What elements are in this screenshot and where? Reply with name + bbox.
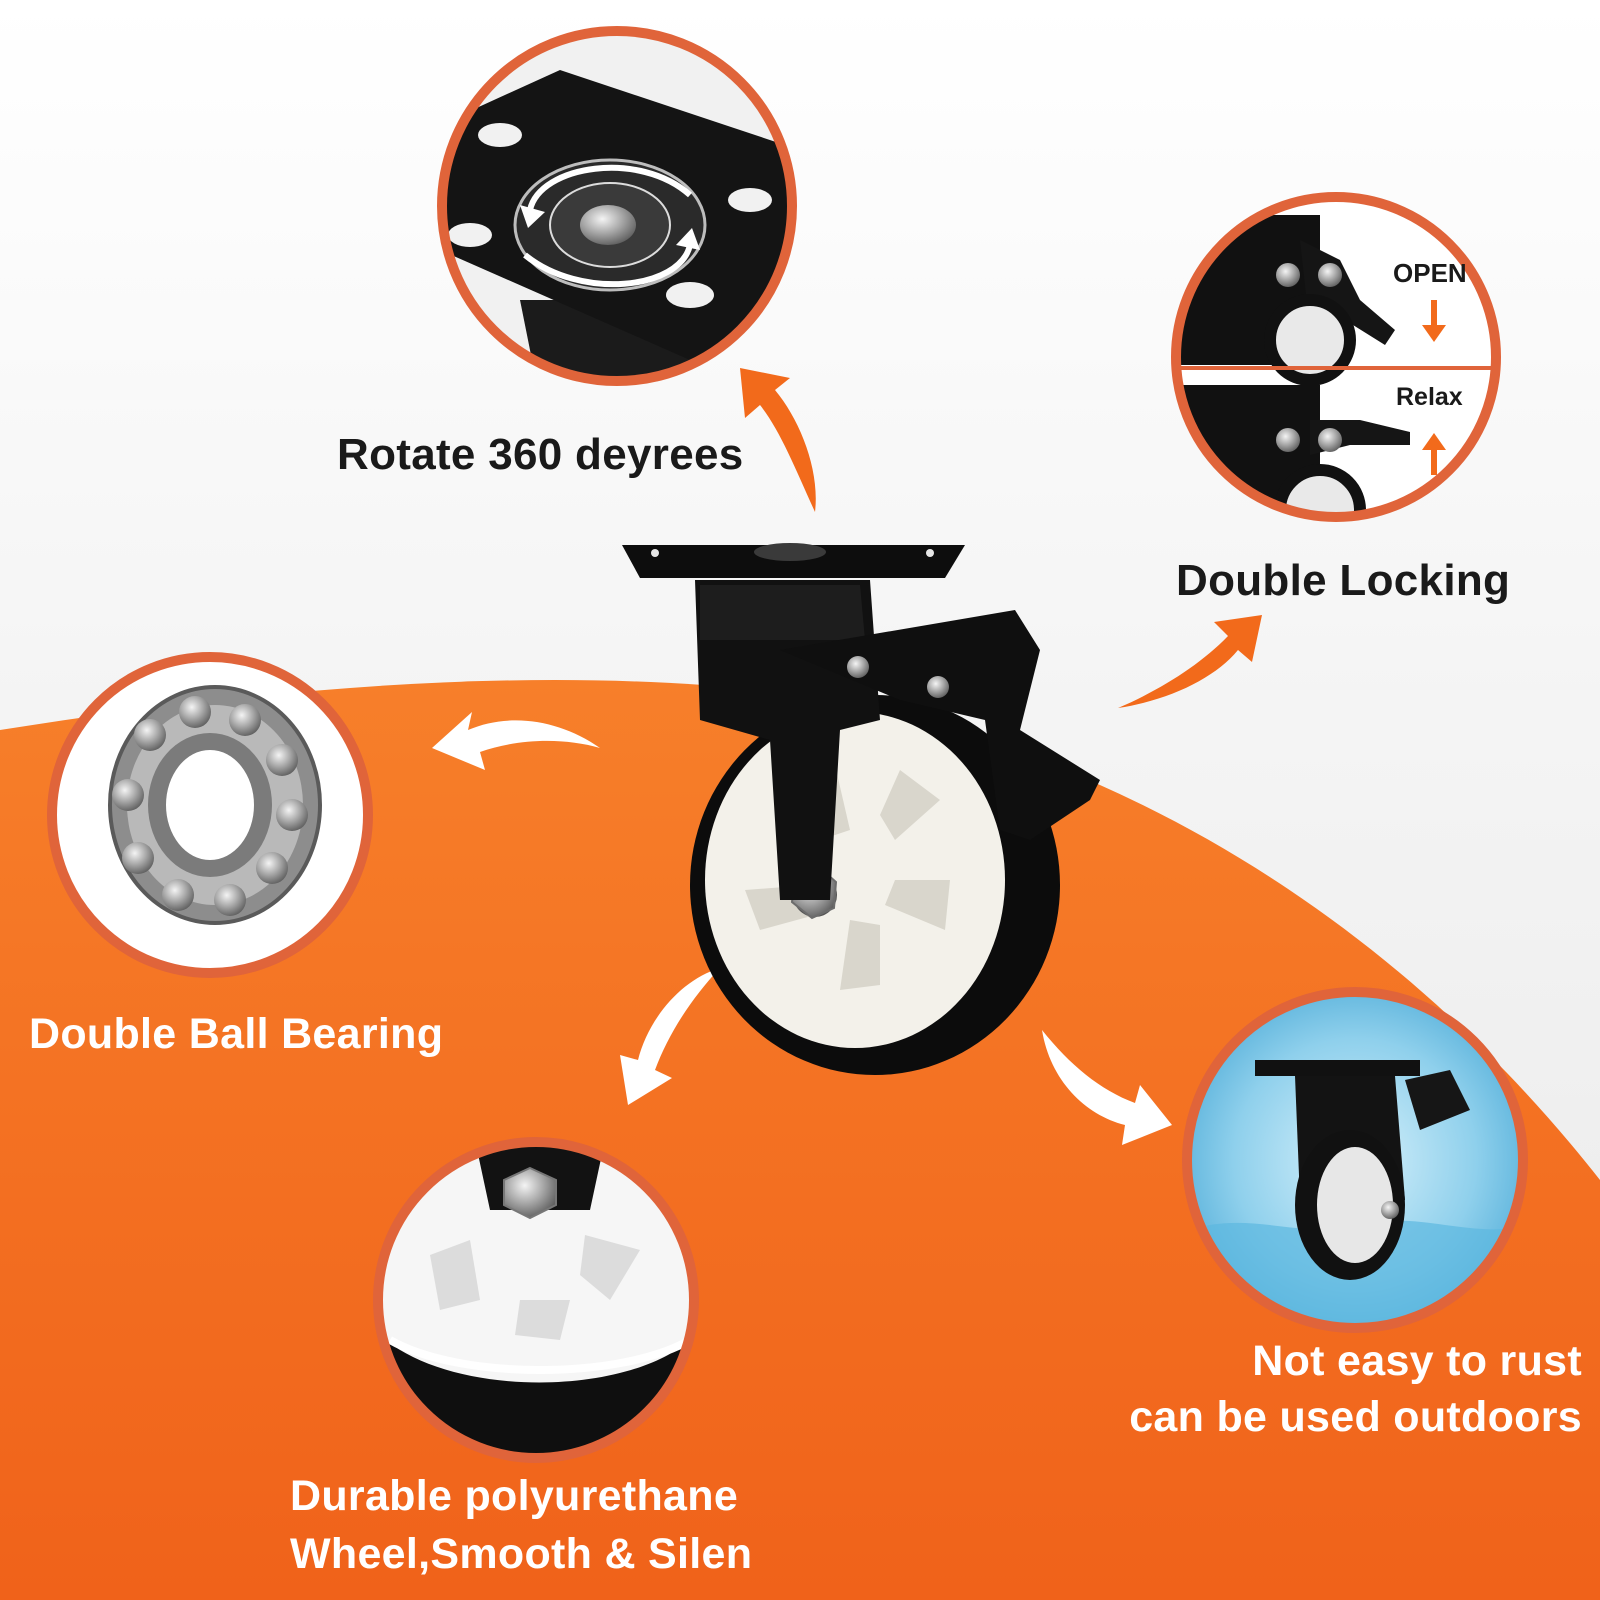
rotate-feature-label: Rotate 360 deyrees	[337, 430, 744, 479]
wheel-closeup-circle	[373, 1137, 699, 1463]
arrow-up-orange-icon	[740, 368, 816, 512]
arrow-right-orange-icon	[1118, 615, 1262, 708]
rust-feature-label: Not easy to rust can be used outdoors	[1129, 1333, 1582, 1445]
arrow-down-white-icon	[620, 968, 720, 1105]
arrow-up-small-icon	[1422, 433, 1446, 475]
swivel-caster-wheel-image	[622, 543, 1100, 1075]
wheel-feature-label: Durable polyurethane Wheel,Smooth & Sile…	[290, 1467, 752, 1583]
arrow-down-small-icon	[1422, 300, 1446, 342]
rust-feature-line-1: Not easy to rust	[1252, 1337, 1582, 1385]
locking-detail-circle	[1171, 192, 1501, 522]
open-tag: OPEN	[1393, 258, 1467, 288]
arrow-left-white-icon	[432, 712, 600, 770]
locking-feature-label: Double Locking	[1176, 556, 1511, 605]
relax-tag: Relax	[1396, 383, 1463, 411]
arrow-down-right-white-icon	[1042, 1030, 1172, 1145]
wheel-feature-line-2: Wheel,Smooth & Silen	[290, 1530, 753, 1578]
rust-feature-line-2: can be used outdoors	[1129, 1393, 1582, 1441]
wheel-feature-line-1: Durable polyurethane	[290, 1472, 739, 1520]
bearing-feature-label: Double Ball Bearing	[29, 1010, 444, 1058]
ball-bearing-circle	[47, 652, 373, 978]
rotation-plate-circle	[437, 26, 797, 386]
